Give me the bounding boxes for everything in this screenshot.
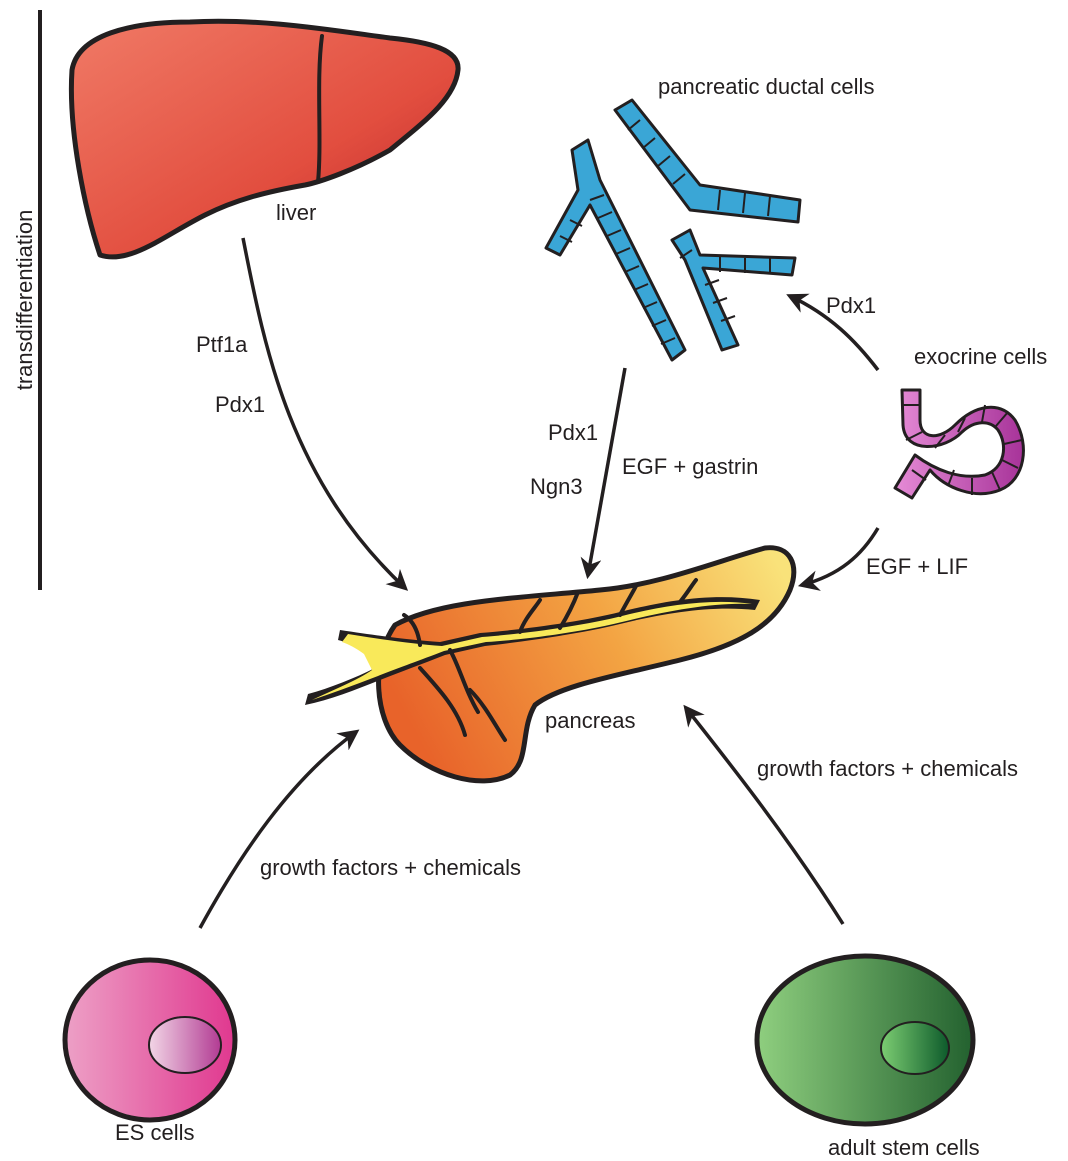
liver-icon (71, 21, 458, 257)
es-cells-label: ES cells (115, 1120, 194, 1145)
liver-pdx1-label: Pdx1 (215, 392, 265, 417)
exocrine-cells-label: exocrine cells (914, 344, 1047, 369)
adult-to-pancreas-arrow (686, 708, 843, 924)
egf-gastrin-label: EGF + gastrin (622, 454, 758, 479)
liver-to-pancreas-arrow (243, 238, 405, 588)
ductal-to-pancreas-arrow (588, 368, 625, 575)
ptf1a-label: Ptf1a (196, 332, 248, 357)
liver-label: liver (276, 200, 316, 225)
adult-growth-factors-label: growth factors + chemicals (757, 756, 1018, 781)
pancreas-icon (305, 548, 794, 781)
adult-stem-cells-label: adult stem cells (828, 1135, 980, 1160)
adult-stem-cell-icon (757, 956, 973, 1124)
pancreatic-ductal-cells-icon (546, 100, 800, 360)
transdifferentiation-label: transdifferentiation (12, 210, 37, 391)
exocrine-cells-icon (895, 390, 1023, 498)
es-cell-icon (65, 960, 235, 1120)
pancreas-label: pancreas (545, 708, 636, 733)
es-growth-factors-label: growth factors + chemicals (260, 855, 521, 880)
pancreatic-ductal-cells-label: pancreatic ductal cells (658, 74, 874, 99)
exocrine-pdx1-label: Pdx1 (826, 293, 876, 318)
egf-lif-label: EGF + LIF (866, 554, 968, 579)
ductal-pdx1-label: Pdx1 (548, 420, 598, 445)
es-to-pancreas-arrow (200, 732, 356, 928)
ngn3-label: Ngn3 (530, 474, 583, 499)
